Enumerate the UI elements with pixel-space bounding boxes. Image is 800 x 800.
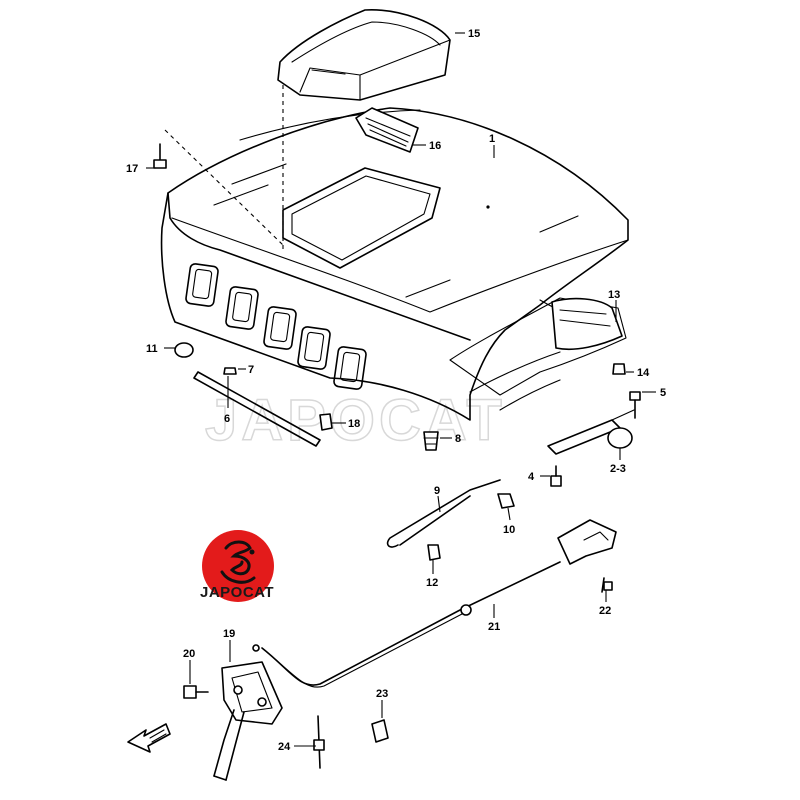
watermark-text: JAPOCAT <box>205 388 506 453</box>
callout-9: 9 <box>434 485 440 497</box>
bolt-20 <box>183 685 209 699</box>
alignment-line <box>164 129 284 246</box>
bolt-17 <box>153 143 167 169</box>
callout-labels: 15 16 1 17 13 11 7 6 18 8 14 5 2-3 4 9 1… <box>126 28 666 753</box>
hood-latch <box>213 661 283 781</box>
callout-17: 17 <box>126 163 138 175</box>
callout-5: 5 <box>660 387 666 399</box>
callout-14: 14 <box>637 367 650 379</box>
callout-18: 18 <box>348 418 360 430</box>
bolt-5 <box>629 391 641 419</box>
clip-7 <box>223 367 237 375</box>
callout-19: 19 <box>223 628 235 640</box>
hood-stay <box>547 409 635 455</box>
release-cable <box>261 561 561 686</box>
latch-rod <box>313 715 325 769</box>
logo-glyph-icon <box>220 540 256 584</box>
clip-23 <box>371 719 389 743</box>
callout-1: 1 <box>489 133 495 145</box>
release-cable-inner <box>261 613 463 688</box>
grommet-8 <box>423 431 439 451</box>
callout-10: 10 <box>503 524 515 536</box>
callout-15: 15 <box>468 28 480 40</box>
callout-23: 23 <box>376 688 388 700</box>
callout-11: 11 <box>146 343 158 355</box>
front-arrow-icon <box>127 723 171 753</box>
seal-strip <box>193 371 321 447</box>
leader-lines <box>146 32 656 747</box>
callout-2-3: 2-3 <box>610 463 626 475</box>
callout-21: 21 <box>488 621 500 633</box>
callout-4: 4 <box>528 471 535 483</box>
callout-16: 16 <box>429 140 441 152</box>
callout-12: 12 <box>426 577 438 589</box>
logo-text: JAPOCAT <box>200 584 274 601</box>
bolt-14 <box>612 363 626 375</box>
callout-7: 7 <box>248 364 254 376</box>
clip-18 <box>319 413 333 431</box>
callout-8: 8 <box>455 433 461 445</box>
hood-hinge <box>551 297 623 351</box>
support-rod <box>386 479 501 548</box>
callout-13: 13 <box>608 289 620 301</box>
callout-24: 24 <box>278 741 291 753</box>
cable-grommet <box>460 604 472 616</box>
clip-12 <box>427 544 441 561</box>
japocat-logo: JAPOCAT <box>200 530 274 602</box>
callout-6: 6 <box>224 413 230 425</box>
clip-10 <box>497 493 515 509</box>
hood-scoop <box>277 9 451 101</box>
bolt-4 <box>550 465 562 487</box>
release-handle <box>557 519 617 593</box>
bumper-11 <box>174 342 194 358</box>
support-rod-inner <box>399 495 471 546</box>
hood-vent-grille <box>355 107 419 153</box>
hood-panel <box>160 107 629 421</box>
cable-end <box>252 644 260 652</box>
callout-22: 22 <box>599 605 611 617</box>
callout-20: 20 <box>183 648 195 660</box>
